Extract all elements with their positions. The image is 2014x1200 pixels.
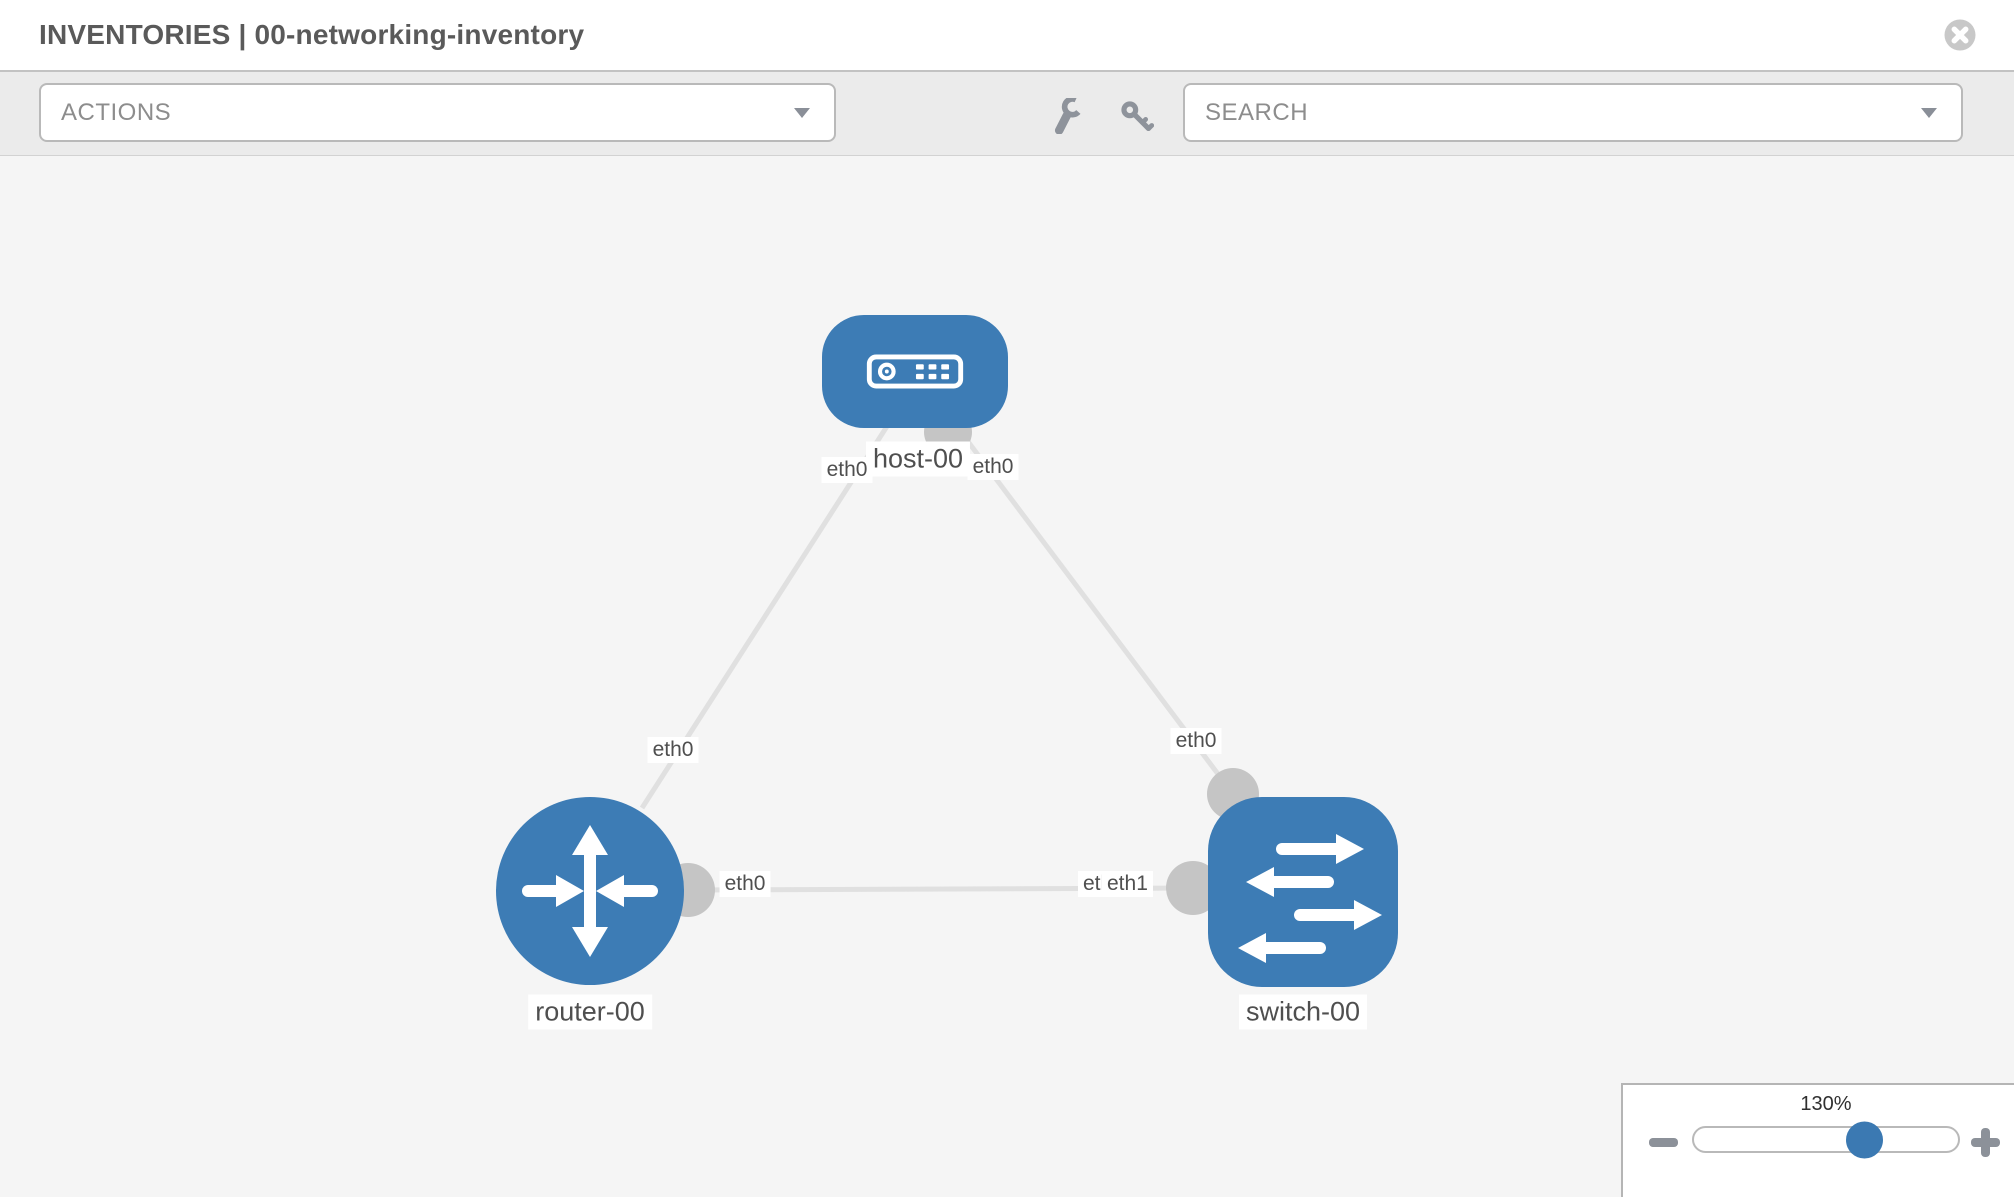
toolbar: ACTIONS SEARCH bbox=[0, 72, 2014, 156]
wrench-icon[interactable] bbox=[1048, 96, 1084, 135]
interface-bubble-switch-left bbox=[1166, 861, 1220, 915]
page-title: INVENTORIES | 00-networking-inventory bbox=[39, 19, 585, 50]
interface-label: eth0 bbox=[1170, 728, 1222, 754]
interface-label: eth0 bbox=[719, 871, 771, 897]
search-dropdown[interactable]: SEARCH bbox=[1183, 83, 1963, 142]
node-label-host-00: host-00 bbox=[865, 441, 971, 477]
interface-label: eth0 bbox=[647, 737, 699, 763]
zoom-slider-thumb[interactable] bbox=[1846, 1121, 1883, 1158]
zoom-in-icon[interactable] bbox=[1971, 1128, 2000, 1157]
zoom-level-value: 130% bbox=[1800, 1093, 1852, 1115]
node-switch-00[interactable] bbox=[1208, 797, 1398, 987]
interface-label: eth0 bbox=[967, 454, 1019, 480]
router-icon bbox=[522, 825, 658, 957]
chevron-down-icon bbox=[794, 107, 810, 118]
search-dropdown-label: SEARCH bbox=[1205, 98, 1309, 126]
switch-icon bbox=[1238, 834, 1382, 963]
interface-label: eth0 bbox=[821, 457, 873, 483]
node-label-router-00: router-00 bbox=[528, 994, 652, 1030]
node-label-switch-00: switch-00 bbox=[1238, 994, 1368, 1030]
key-icon[interactable] bbox=[1118, 98, 1155, 134]
chevron-down-icon bbox=[1921, 107, 1937, 118]
actions-dropdown-label: ACTIONS bbox=[61, 98, 172, 126]
topology-canvas[interactable]: host-00 router-00 switch-00 eth0 eth0 et… bbox=[0, 156, 2014, 1197]
node-host-00[interactable] bbox=[822, 315, 1008, 428]
topology-links-layer bbox=[639, 404, 1259, 917]
close-icon[interactable] bbox=[1944, 19, 1976, 51]
actions-dropdown[interactable]: ACTIONS bbox=[39, 83, 836, 142]
zoom-slider[interactable] bbox=[1692, 1121, 1960, 1158]
interface-label: eth1 bbox=[1102, 871, 1153, 897]
header-bar: INVENTORIES | 00-networking-inventory bbox=[0, 0, 2014, 72]
host-icon bbox=[866, 354, 964, 389]
zoom-panel: 130% bbox=[1621, 1083, 2014, 1197]
zoom-out-icon[interactable] bbox=[1649, 1138, 1678, 1147]
node-router-00[interactable] bbox=[496, 797, 684, 985]
